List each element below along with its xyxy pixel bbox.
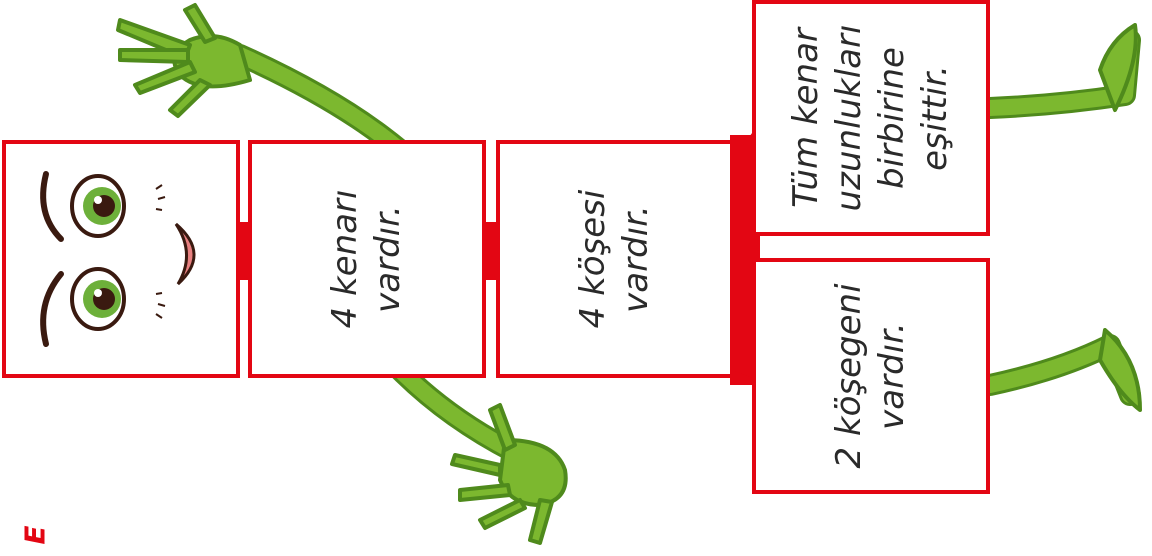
upper-hand-icon xyxy=(116,3,252,118)
diagonals-text: 2 köşegeni vardır. xyxy=(828,283,914,468)
smiling-face-icon xyxy=(40,171,196,347)
equal-line-3: birbirine xyxy=(872,47,912,189)
sides-line-1: 4 kenarı xyxy=(325,189,365,329)
face-box xyxy=(2,140,240,378)
brow-upper xyxy=(40,171,64,242)
corners-line-1: 4 köşesi xyxy=(573,189,613,329)
corner-letter: E xyxy=(18,520,52,550)
eye-lower xyxy=(70,267,126,331)
equal-sides-text: Tüm kenar uzunlukları birbirine eşittir. xyxy=(785,25,957,212)
equal-line-1: Tüm kenar xyxy=(786,28,826,208)
corners-line-2: vardır. xyxy=(616,205,656,313)
corner-letter-text: E xyxy=(18,525,52,545)
equal-sides-box: Tüm kenar uzunlukları birbirine eşittir. xyxy=(752,0,990,236)
eye-upper xyxy=(70,174,126,238)
equal-line-4: eşittir. xyxy=(915,65,955,171)
corners-box: 4 köşesi vardır. xyxy=(496,140,734,378)
foot-icon xyxy=(1098,23,1142,412)
sides-text: 4 kenarı vardır. xyxy=(324,190,410,329)
sides-box: 4 kenarı vardır. xyxy=(248,140,486,378)
diagonals-box: 2 köşegeni vardır. xyxy=(752,258,990,494)
diagonals-line-1: 2 köşegeni xyxy=(829,283,869,469)
mouth xyxy=(174,222,196,286)
diagonals-line-2: vardır. xyxy=(872,322,912,430)
sides-line-2: vardır. xyxy=(368,205,408,313)
equal-line-2: uzunlukları xyxy=(829,24,869,212)
brow-lower xyxy=(40,271,64,347)
corners-text: 4 köşesi vardır. xyxy=(572,190,658,329)
lower-hand-icon xyxy=(450,403,568,545)
